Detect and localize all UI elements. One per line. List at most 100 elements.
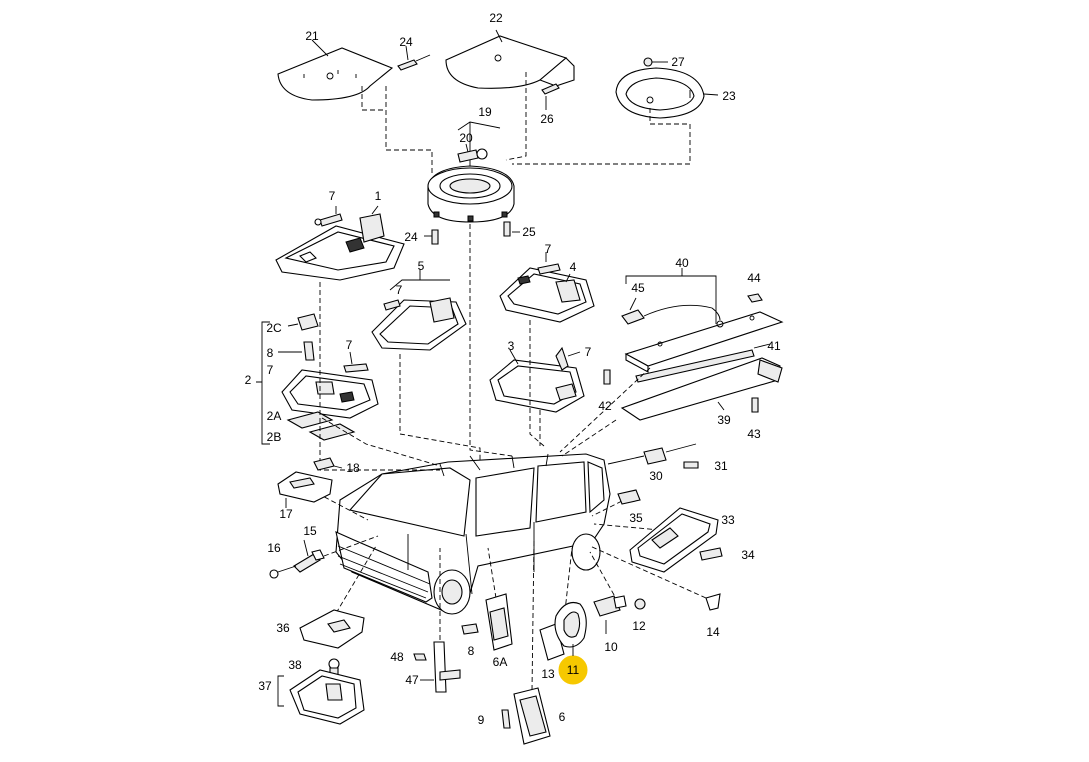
callout-17: 17 <box>279 507 293 521</box>
callout-39: 39 <box>717 413 731 427</box>
callout-33: 33 <box>721 513 735 527</box>
lamp-33 <box>629 507 719 573</box>
bulb-18 <box>313 457 343 471</box>
lens-39 <box>620 357 783 421</box>
lamp-17 <box>277 471 333 508</box>
bulb-9 <box>501 709 511 729</box>
switch-2C <box>287 313 319 331</box>
van-body <box>335 453 611 615</box>
callout-45: 45 <box>631 281 645 295</box>
bulb-7-lamp3 <box>555 346 581 371</box>
strip-lamp-40 <box>624 268 784 373</box>
switch-47 <box>420 641 461 693</box>
clip-16 <box>269 565 297 579</box>
bulb-20 <box>457 143 488 163</box>
callout-42: 42 <box>598 399 612 413</box>
lamp-6 <box>513 687 551 745</box>
nut-27 <box>643 57 668 67</box>
bulb-7-cluster <box>343 351 369 373</box>
callout-7b: 7 <box>545 242 552 256</box>
callout-8a: 8 <box>267 346 274 360</box>
callout-48: 48 <box>390 650 404 664</box>
callout-38: 38 <box>288 658 302 672</box>
roof-panel-21 <box>277 39 394 101</box>
callout-7e: 7 <box>267 363 274 377</box>
door-lamp-6A <box>485 593 513 651</box>
highlight-label: 11 <box>567 663 580 677</box>
callout-12: 12 <box>632 619 646 633</box>
bulb-34 <box>699 547 723 561</box>
callout-47: 47 <box>405 673 419 687</box>
callout-2b: 2B <box>267 430 282 444</box>
callout-37: 37 <box>258 679 272 693</box>
callout-6: 6 <box>559 710 566 724</box>
callout-30: 30 <box>649 469 663 483</box>
screw-31 <box>683 461 699 469</box>
callout-35: 35 <box>629 511 643 525</box>
callout-36: 36 <box>276 621 290 635</box>
callout-15: 15 <box>303 524 317 538</box>
screw-43 <box>751 397 759 413</box>
callout-6a: 6A <box>493 655 508 669</box>
callout-22: 22 <box>489 11 503 25</box>
callout-34: 34 <box>741 548 755 562</box>
callout-20: 20 <box>459 131 473 145</box>
connector-30 <box>607 443 697 465</box>
callout-9: 9 <box>478 713 485 727</box>
screw-25 <box>503 221 520 237</box>
highlight-callout-11[interactable]: 11 <box>558 644 588 685</box>
callout-44: 44 <box>747 271 761 285</box>
callout-40: 40 <box>675 256 689 270</box>
interior-lamp-3 <box>489 349 585 413</box>
bulb-7-top <box>314 213 343 227</box>
callout-7f: 7 <box>585 345 592 359</box>
roof-panel-22 <box>445 29 575 89</box>
callout-18: 18 <box>346 461 360 475</box>
callout-13: 13 <box>541 667 555 681</box>
interior-lamp-5 <box>371 270 467 351</box>
lens-2A <box>286 411 334 429</box>
callout-27: 27 <box>671 55 685 69</box>
callout-8b: 8 <box>468 644 475 658</box>
callout-3: 3 <box>508 339 515 353</box>
bezel-ring-23 <box>615 67 719 119</box>
clip-24-top <box>397 45 431 71</box>
callout-24b: 24 <box>404 230 418 244</box>
plug-14 <box>705 593 721 611</box>
callout-2a: 2A <box>267 409 282 423</box>
callout-7a: 7 <box>329 189 336 203</box>
bulb-7-lamp5 <box>383 299 401 311</box>
callout-1: 1 <box>375 189 382 203</box>
callout-41: 41 <box>767 339 781 353</box>
callout-5: 5 <box>418 259 425 273</box>
callout-24a: 24 <box>399 35 413 49</box>
callout-19: 19 <box>478 105 492 119</box>
callout-26: 26 <box>540 112 554 126</box>
bulb-8-cluster <box>278 341 315 361</box>
bulb-7-lamp4 <box>537 252 561 275</box>
interior-lamp-2 <box>281 369 379 419</box>
socket-15 <box>293 539 325 573</box>
callout-16: 16 <box>267 541 281 555</box>
callout-2c: 2C <box>266 321 282 335</box>
lens-2B <box>308 423 356 441</box>
clip-24-mid <box>424 229 439 245</box>
interior-lamp-1 <box>275 205 405 281</box>
callout-7c: 7 <box>396 283 403 297</box>
bulb-48 <box>413 653 427 661</box>
round-lamp-19 <box>427 121 515 223</box>
bracket-36 <box>299 609 365 649</box>
callout-21: 21 <box>305 29 319 43</box>
socket-35 <box>617 489 641 505</box>
bulb-8-door <box>461 623 479 635</box>
callout-25: 25 <box>522 225 536 239</box>
switch-10 <box>593 595 627 634</box>
screw-42 <box>603 369 611 385</box>
callout-4: 4 <box>570 260 577 274</box>
interior-lamp-4 <box>499 267 595 323</box>
clip-44 <box>747 293 763 303</box>
switch-11 <box>554 601 587 648</box>
callout-7d: 7 <box>346 338 353 352</box>
